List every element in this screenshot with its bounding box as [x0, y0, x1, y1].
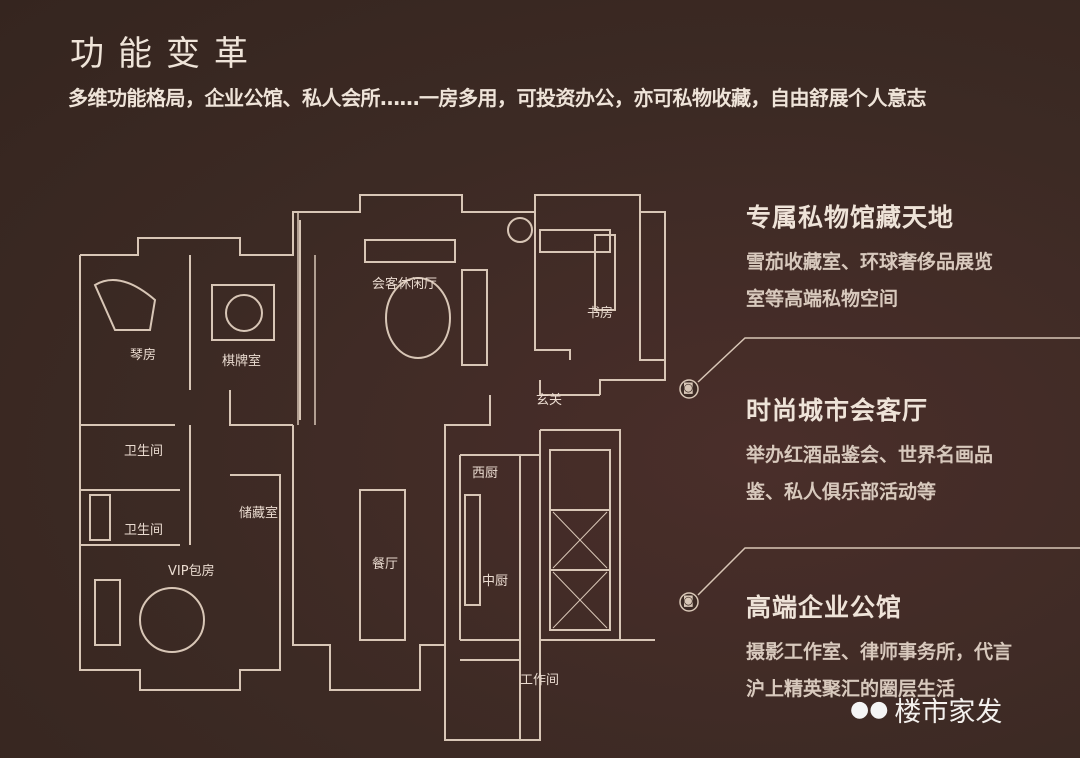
- feature-city-lounge: 时尚城市会客厅 举办红酒品鉴会、世界名画品鉴、私人俱乐部活动等: [746, 391, 993, 511]
- callout-icon: ◙: [683, 381, 694, 394]
- feature-title: 时尚城市会客厅: [746, 396, 929, 425]
- room-label-study: 书房: [587, 306, 614, 321]
- room-label-workroom: 工作间: [520, 673, 560, 688]
- room-label-storage: 储藏室: [239, 506, 279, 521]
- feature-desc: 雪茄收藏室、环球奢侈品展览: [746, 251, 994, 273]
- room-label-lounge: 会客休闲厅: [372, 277, 438, 292]
- wechat-icon: ●●: [850, 697, 889, 722]
- watermark: ●● 楼市家发: [850, 690, 1002, 729]
- room-label-western-kitchen: 西厨: [472, 466, 499, 481]
- feature-private-collection: 专属私物馆藏天地 雪茄收藏室、环球奢侈品展览室等高端私物空间: [746, 198, 993, 318]
- feature-desc: 室等高端私物空间: [746, 288, 899, 310]
- room-label-bathroom: 卫生间: [124, 523, 164, 538]
- room-label-chinese-kitchen: 中厨: [482, 574, 509, 589]
- feature-desc: 沪上精英聚汇的圈层生活: [746, 678, 956, 700]
- feature-desc: 摄影工作室、律师事务所，代言: [746, 641, 1013, 663]
- watermark-text: 楼市家发: [894, 697, 1003, 728]
- room-label-dining: 餐厅: [372, 557, 399, 572]
- feature-desc: 举办红酒品鉴会、世界名画品: [746, 444, 994, 466]
- room-label-chess: 棋牌室: [222, 354, 262, 369]
- callout-icon: ◙: [683, 594, 694, 607]
- page-title: 功能变革: [70, 34, 262, 74]
- feature-corporate-mansion: 高端企业公馆 摄影工作室、律师事务所，代言沪上精英聚汇的圈层生活: [746, 588, 1012, 708]
- feature-title: 专属私物馆藏天地: [746, 203, 955, 232]
- feature-title: 高端企业公馆: [746, 593, 903, 622]
- room-label-piano: 琴房: [130, 348, 157, 363]
- room-label-foyer: 玄关: [536, 393, 563, 408]
- feature-desc: 鉴、私人俱乐部活动等: [746, 481, 937, 503]
- room-label-bathroom: 卫生间: [124, 444, 164, 459]
- page-subtitle: 多维功能格局，企业公馆、私人会所……一房多用，可投资办公，亦可私物收藏，自由舒展…: [68, 86, 927, 110]
- room-label-vip: VIP包房: [168, 564, 215, 579]
